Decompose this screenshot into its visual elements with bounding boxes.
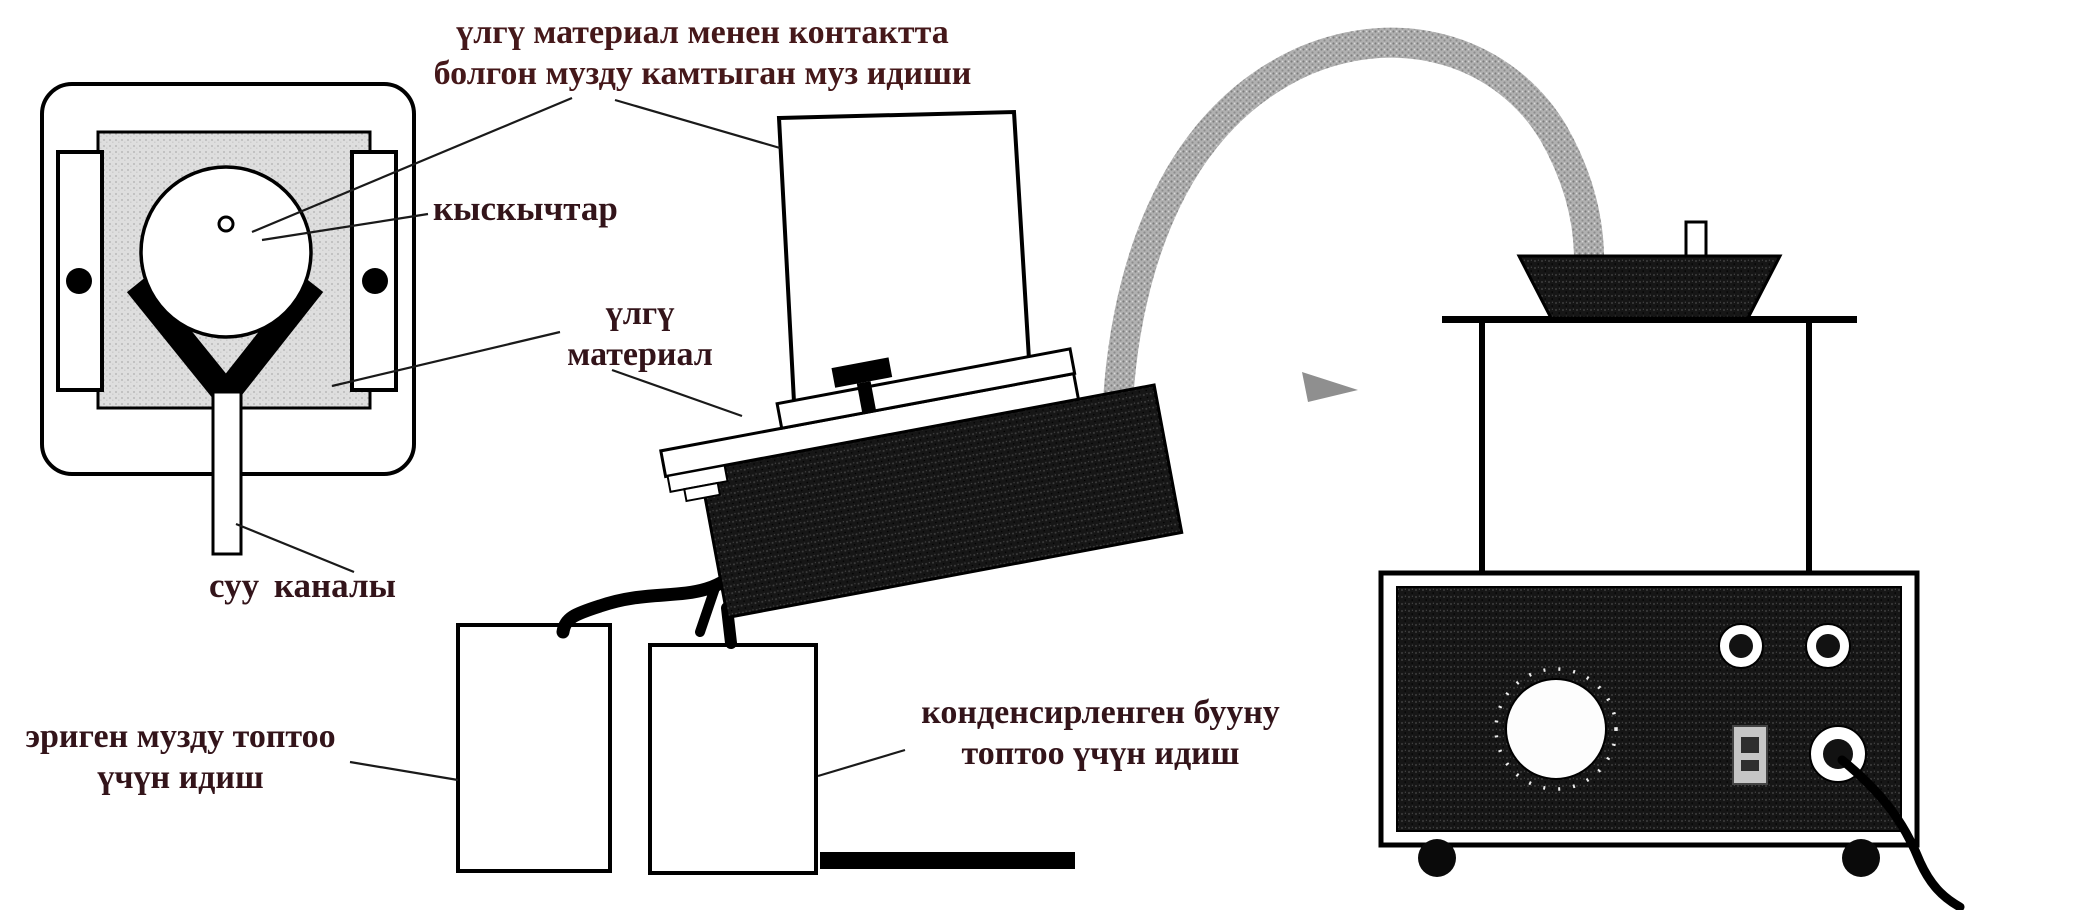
clamp-screw-right <box>362 268 388 294</box>
dial-tick-ring <box>1494 667 1618 791</box>
panel-display-segment-1 <box>1741 737 1759 753</box>
panel-display-segment-2 <box>1741 760 1759 771</box>
funnel-wedge-left <box>126 275 236 402</box>
stand-rod-left <box>1479 323 1485 575</box>
evaporation-pot <box>1516 254 1783 320</box>
sample-axis-mark <box>217 215 235 233</box>
tray-lid-upper <box>775 347 1077 431</box>
foot-left <box>1418 839 1456 877</box>
label-clamps: кыскычтар <box>433 189 618 228</box>
leader-line-ice-vessel-to-cylinder <box>251 96 573 234</box>
panel-display <box>1732 725 1768 785</box>
leader-line-melted-ice <box>349 760 459 782</box>
funnel-wedge-right <box>216 275 324 402</box>
tilted-tray-assembly <box>659 347 1184 620</box>
vapor-tube <box>1103 27 1605 417</box>
sample-clamp-assembly <box>40 82 416 556</box>
leader-line-sample-to-wedge <box>331 330 561 388</box>
stand-rod-right <box>1806 323 1812 575</box>
clamp-handle-stem <box>856 381 877 414</box>
leader-line-water-channel <box>235 522 355 574</box>
sample-cylinder <box>139 165 313 339</box>
indicator-knob-2-hole <box>1816 634 1840 658</box>
leader-line-clamps <box>261 212 429 242</box>
water-channel-tube <box>211 390 243 556</box>
label-water-channel: суу каналы <box>209 566 396 605</box>
leader-line-condensate <box>817 748 906 778</box>
leader-lines <box>235 96 906 782</box>
tray-support-bracket <box>695 580 721 637</box>
tube-outlet-shadow <box>1302 372 1358 402</box>
dial-knob <box>1505 678 1607 780</box>
clamp-screw-left <box>66 268 92 294</box>
label-melted-ice-container: эриген музду топтоо үчүн идиш <box>25 718 336 797</box>
condensate-container <box>648 643 818 875</box>
leader-line-ice-vessel-to-box <box>614 98 781 150</box>
bench-edge <box>820 852 1075 869</box>
heater-unit <box>1378 220 1965 910</box>
leader-line-sample-to-tray <box>611 368 743 418</box>
label-sample-material: үлгү материал <box>567 295 713 374</box>
label-condensate-container: конденсирленген бууну топтоо үчүн идиш <box>921 694 1280 773</box>
foot-right <box>1842 839 1880 877</box>
power-cable <box>1837 755 1965 910</box>
clamp-handle-bar <box>831 357 893 388</box>
indicator-knob-1-hole <box>1729 634 1753 658</box>
lid-support-block-2 <box>683 481 722 503</box>
melted-ice-container <box>456 623 612 873</box>
label-ice-vessel: үлгү материал менен контактта болгон муз… <box>433 14 972 93</box>
